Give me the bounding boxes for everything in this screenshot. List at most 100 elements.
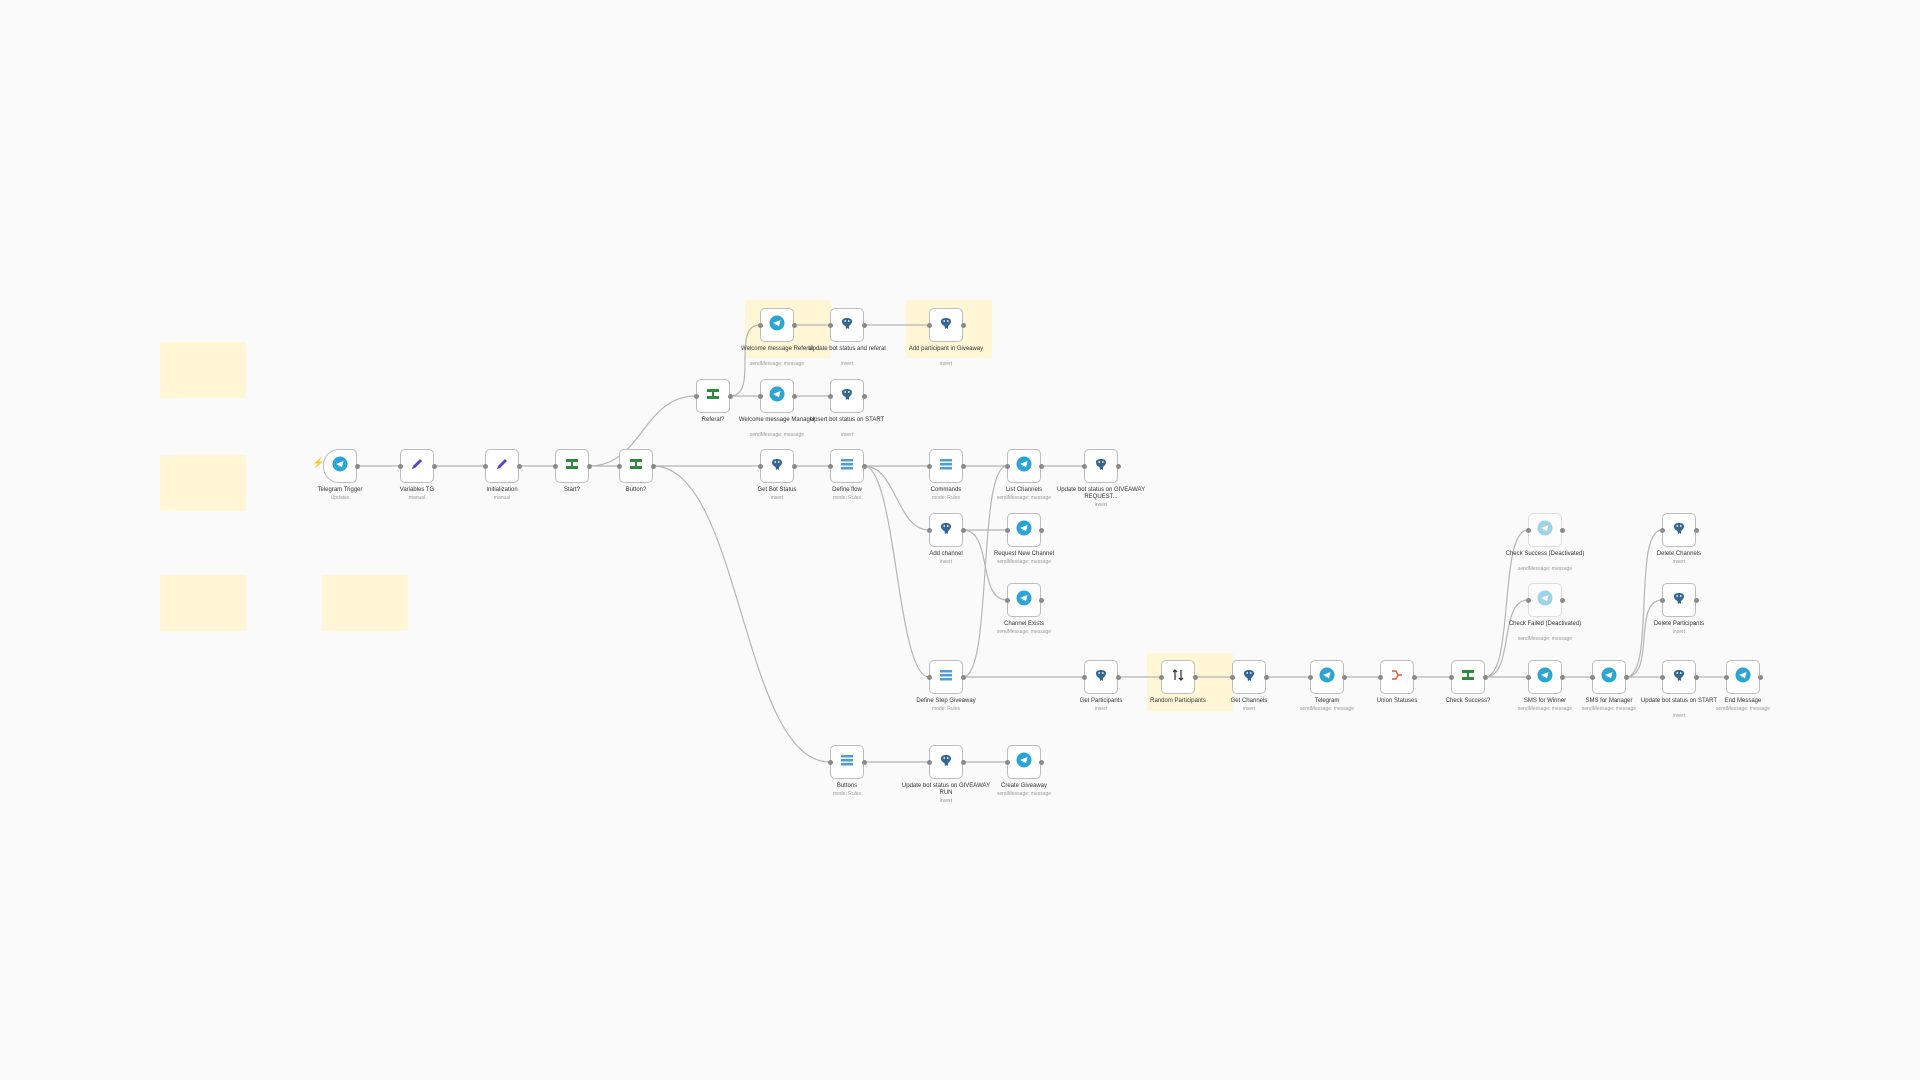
- node-referal[interactable]: [696, 379, 730, 413]
- input-port[interactable]: [926, 527, 932, 533]
- output-port[interactable]: [650, 463, 656, 469]
- input-port[interactable]: [1723, 674, 1729, 680]
- node-tg-trigger[interactable]: [323, 449, 357, 483]
- input-port[interactable]: [1525, 674, 1531, 680]
- sticky-note[interactable]: [160, 342, 246, 398]
- input-port[interactable]: [397, 463, 403, 469]
- input-port[interactable]: [1525, 527, 1531, 533]
- input-port[interactable]: [693, 393, 699, 399]
- connection-line[interactable]: [1625, 599, 1663, 678]
- output-port[interactable]: [1263, 674, 1269, 680]
- connection-line[interactable]: [652, 465, 831, 763]
- input-port[interactable]: [1229, 674, 1235, 680]
- input-port[interactable]: [1004, 597, 1010, 603]
- node-button[interactable]: [619, 449, 653, 483]
- output-port[interactable]: [960, 674, 966, 680]
- output-port[interactable]: [1693, 527, 1699, 533]
- connection-line[interactable]: [588, 395, 697, 467]
- output-port[interactable]: [791, 463, 797, 469]
- node-buttons[interactable]: [830, 745, 864, 779]
- input-port[interactable]: [827, 322, 833, 328]
- node-create-gw[interactable]: [1007, 745, 1041, 779]
- output-port[interactable]: [1038, 463, 1044, 469]
- node-update-gw-run[interactable]: [929, 745, 963, 779]
- output-port[interactable]: [791, 322, 797, 328]
- input-port[interactable]: [1004, 463, 1010, 469]
- output-port[interactable]: [861, 393, 867, 399]
- input-port[interactable]: [1158, 674, 1164, 680]
- node-get-bot[interactable]: [760, 449, 794, 483]
- connection-line[interactable]: [863, 465, 930, 531]
- node-variables[interactable]: [400, 449, 434, 483]
- output-port[interactable]: [431, 463, 437, 469]
- node-define-flow[interactable]: [830, 449, 864, 483]
- input-port[interactable]: [1448, 674, 1454, 680]
- input-port[interactable]: [926, 674, 932, 680]
- node-delete-parts[interactable]: [1662, 583, 1696, 617]
- output-port[interactable]: [586, 463, 592, 469]
- connection-line[interactable]: [1484, 529, 1529, 678]
- node-union[interactable]: [1380, 660, 1414, 694]
- output-port[interactable]: [1115, 463, 1121, 469]
- input-port[interactable]: [827, 759, 833, 765]
- output-port[interactable]: [861, 463, 867, 469]
- node-delete-channels[interactable]: [1662, 513, 1696, 547]
- node-sms-winner[interactable]: [1528, 660, 1562, 694]
- input-port[interactable]: [1004, 527, 1010, 533]
- output-port[interactable]: [1623, 674, 1629, 680]
- output-port[interactable]: [1693, 597, 1699, 603]
- output-port[interactable]: [861, 759, 867, 765]
- node-req-new-ch[interactable]: [1007, 513, 1041, 547]
- input-port[interactable]: [616, 463, 622, 469]
- input-port[interactable]: [552, 463, 558, 469]
- output-port[interactable]: [1038, 597, 1044, 603]
- node-update-gw-req[interactable]: [1084, 449, 1118, 483]
- sticky-note[interactable]: [160, 455, 246, 511]
- output-port[interactable]: [1559, 527, 1565, 533]
- node-get-parts[interactable]: [1084, 660, 1118, 694]
- output-port[interactable]: [1559, 597, 1565, 603]
- input-port[interactable]: [757, 322, 763, 328]
- output-port[interactable]: [1341, 674, 1347, 680]
- output-port[interactable]: [960, 759, 966, 765]
- node-init[interactable]: [485, 449, 519, 483]
- input-port[interactable]: [482, 463, 488, 469]
- node-get-channels[interactable]: [1232, 660, 1266, 694]
- connection-line[interactable]: [1484, 599, 1529, 678]
- node-check-success[interactable]: [1451, 660, 1485, 694]
- connection-line[interactable]: [863, 465, 930, 678]
- input-port[interactable]: [1004, 759, 1010, 765]
- output-port[interactable]: [960, 527, 966, 533]
- node-sms-manager[interactable]: [1592, 660, 1626, 694]
- node-random-parts[interactable]: [1161, 660, 1195, 694]
- output-port[interactable]: [791, 393, 797, 399]
- output-port[interactable]: [1115, 674, 1121, 680]
- node-welcome-mgr[interactable]: [760, 379, 794, 413]
- output-port[interactable]: [1482, 674, 1488, 680]
- output-port[interactable]: [1757, 674, 1763, 680]
- sticky-note[interactable]: [160, 575, 246, 631]
- output-port[interactable]: [1411, 674, 1417, 680]
- input-port[interactable]: [1081, 674, 1087, 680]
- output-port[interactable]: [960, 322, 966, 328]
- input-port[interactable]: [827, 463, 833, 469]
- output-port[interactable]: [727, 393, 733, 399]
- node-telegram[interactable]: [1310, 660, 1344, 694]
- output-port[interactable]: [960, 463, 966, 469]
- node-start[interactable]: [555, 449, 589, 483]
- input-port[interactable]: [1659, 597, 1665, 603]
- node-add-channel[interactable]: [929, 513, 963, 547]
- output-port[interactable]: [1038, 527, 1044, 533]
- input-port[interactable]: [926, 463, 932, 469]
- output-port[interactable]: [354, 463, 360, 469]
- node-commands[interactable]: [929, 449, 963, 483]
- output-port[interactable]: [1038, 759, 1044, 765]
- node-define-step[interactable]: [929, 660, 963, 694]
- output-port[interactable]: [1693, 674, 1699, 680]
- input-port[interactable]: [1589, 674, 1595, 680]
- node-update-ref[interactable]: [830, 308, 864, 342]
- input-port[interactable]: [1659, 674, 1665, 680]
- output-port[interactable]: [1559, 674, 1565, 680]
- node-list-channels[interactable]: [1007, 449, 1041, 483]
